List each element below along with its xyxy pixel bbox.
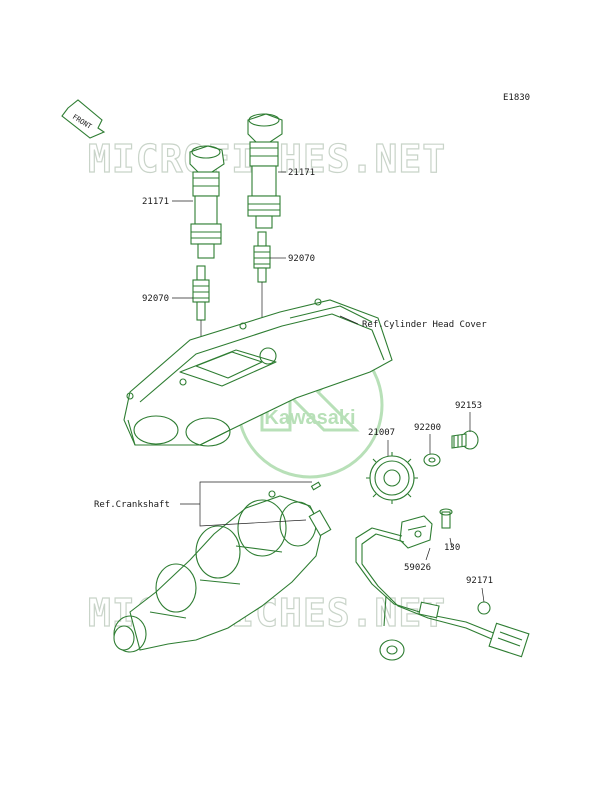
timing-rotor bbox=[366, 452, 418, 504]
label-bolt: 92153 bbox=[455, 401, 482, 411]
label-coil-left: 21171 bbox=[142, 197, 169, 207]
spark-plug-right bbox=[253, 231, 271, 283]
label-plug-right: 92070 bbox=[288, 254, 315, 264]
sensor-wire-harness bbox=[355, 527, 530, 661]
label-cylinder-head-cover: Ref.Cylinder Head Cover bbox=[362, 320, 487, 330]
crankshaft bbox=[113, 490, 332, 653]
rotor-bolt bbox=[451, 430, 479, 450]
label-coil-right: 21171 bbox=[288, 168, 315, 178]
label-sensor: 59026 bbox=[404, 563, 431, 573]
label-plug-left: 92070 bbox=[142, 294, 169, 304]
label-sensor-bolt: 130 bbox=[444, 543, 460, 553]
spark-plug-left bbox=[192, 265, 210, 321]
leader-lines bbox=[172, 171, 485, 603]
ignition-coil-left bbox=[189, 145, 225, 259]
label-rotor: 21007 bbox=[368, 428, 395, 438]
kawasaki-logo-text: Kawasaki bbox=[264, 407, 355, 429]
label-clamp: 92171 bbox=[466, 576, 493, 586]
washer bbox=[423, 453, 441, 467]
front-arrow-icon: FRONT bbox=[61, 99, 106, 139]
cylinder-head-cover bbox=[123, 298, 393, 447]
label-washer: 92200 bbox=[414, 423, 441, 433]
label-crankshaft: Ref.Crankshaft bbox=[94, 500, 170, 510]
ignition-coil-right bbox=[247, 113, 283, 229]
crankshaft-key bbox=[310, 481, 322, 491]
crank-position-sensor bbox=[399, 508, 453, 549]
diagram-code: E1830 bbox=[503, 93, 530, 103]
